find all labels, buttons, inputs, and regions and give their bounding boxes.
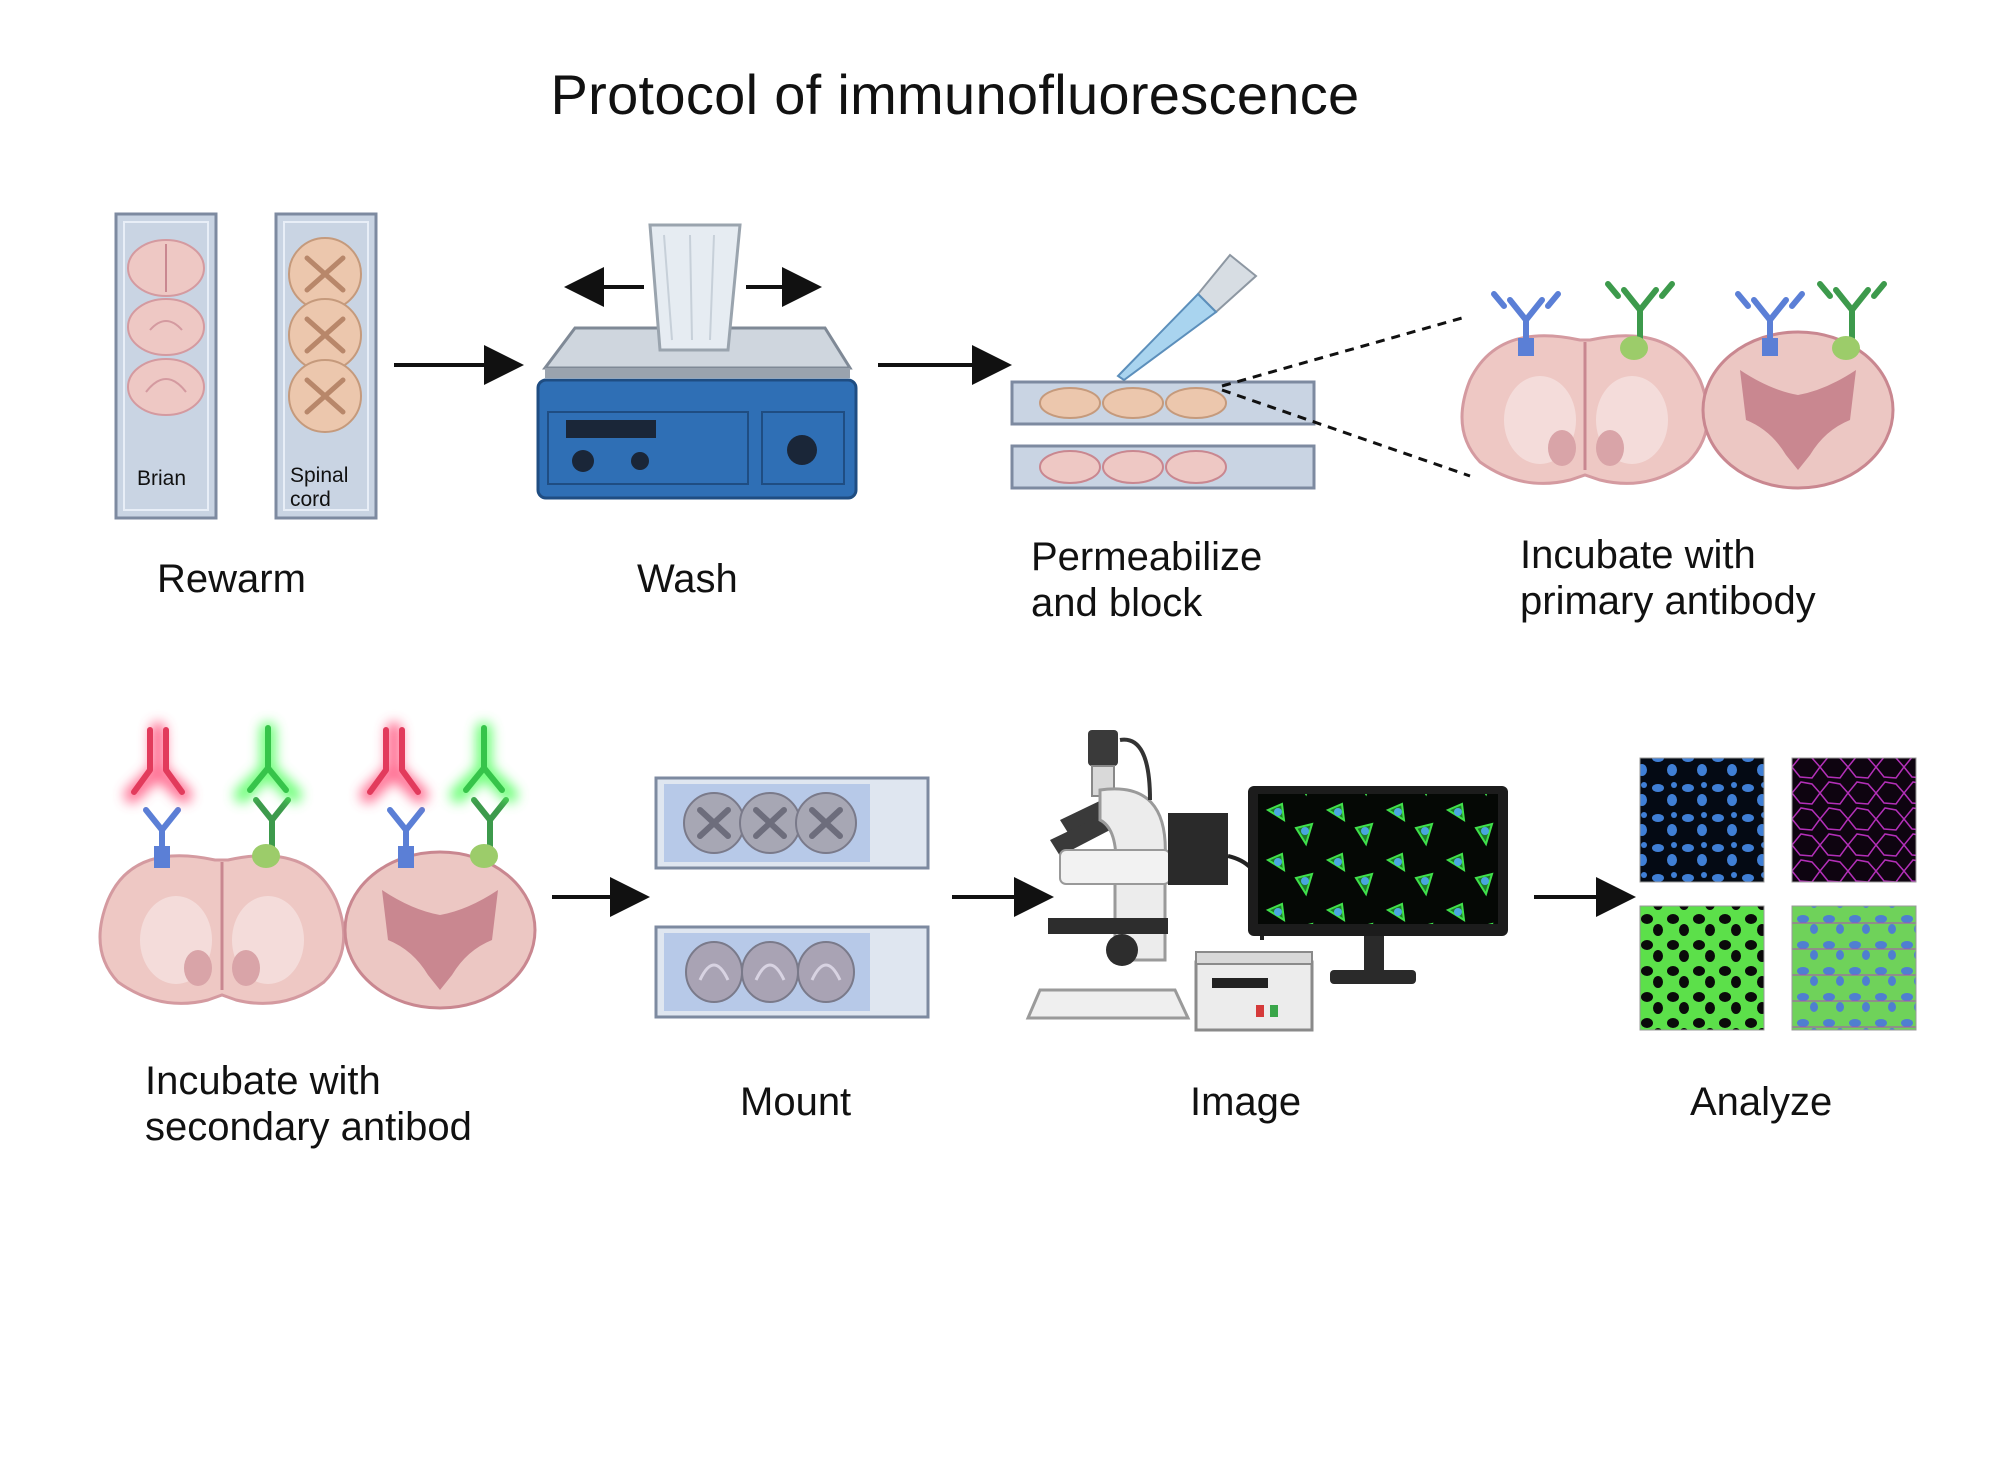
microscope xyxy=(1025,730,1264,1020)
diagram-title: Protocol of immunofluorescence xyxy=(550,63,1360,126)
spinal-section-secondary xyxy=(343,850,537,1010)
step-label-rewarm: Rewarm xyxy=(157,557,306,601)
slide-spinal-cord xyxy=(274,212,378,520)
mounted-slide-spinal xyxy=(654,776,930,870)
light-source-box xyxy=(1194,951,1314,1032)
brain-section-large xyxy=(1460,334,1710,485)
step-label-analyze: Analyze xyxy=(1690,1080,1833,1124)
mounted-slide-brain xyxy=(654,925,930,1019)
analysis-panels xyxy=(1639,757,1917,1031)
spinal-slide-label-line: Spinal xyxy=(290,464,348,487)
brain-section xyxy=(127,239,205,416)
brain-section-secondary xyxy=(98,854,346,1005)
step-label-permeabilize: Permeabilize and block xyxy=(1031,535,1263,625)
step-label-wash: Wash xyxy=(637,557,738,601)
pipette xyxy=(1114,253,1258,407)
step-label-image: Image xyxy=(1190,1080,1302,1124)
zoom-lines xyxy=(1221,316,1471,478)
secondary-antibodies xyxy=(124,722,518,868)
slide-brain xyxy=(114,212,218,520)
step-label-primary: Incubate with primary antibody xyxy=(1520,533,1816,623)
spinal-section-large xyxy=(1701,330,1895,490)
primary-antibodies xyxy=(1491,281,1887,360)
shaker xyxy=(536,223,858,500)
step-label-secondary: Incubate with secondary antibod xyxy=(145,1059,472,1149)
brain-slide-label: Brian xyxy=(137,467,186,490)
monitor xyxy=(1248,786,1508,984)
step-label-mount: Mount xyxy=(740,1080,852,1124)
slide-permeabilize xyxy=(1010,380,1316,490)
spinal-slide-label-line: cord xyxy=(290,488,331,511)
